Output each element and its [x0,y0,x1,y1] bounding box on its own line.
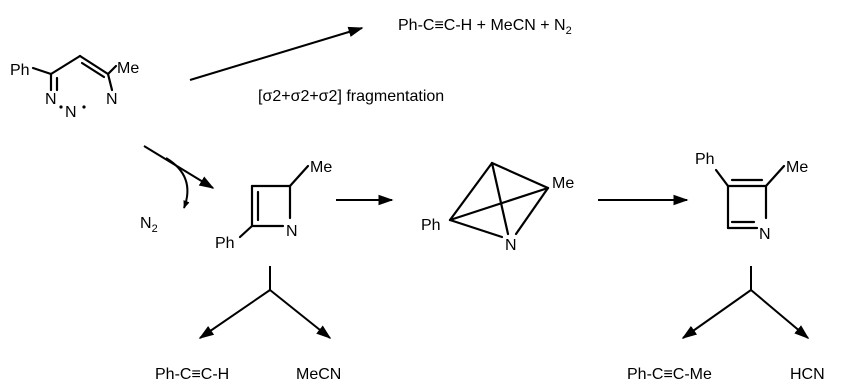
fragmentation-n2-subscript: 2 [566,25,572,37]
triazine-n1-label: N [45,91,57,108]
bicycle-bond-5 [448,218,504,239]
triazine-me-label: Me [117,60,139,77]
azete-1-bond-me [288,164,310,188]
n2-loss-curved-arrow [165,157,190,209]
bicycle-bond-3 [448,186,550,222]
products-2-right: HCN [790,366,825,383]
azete-2-me-label: Me [786,159,808,176]
n2-loss-label: N2 [140,215,158,235]
triazine-bond-c5-c4-b [80,61,106,79]
bicycle-me-label: Me [552,175,574,192]
azete-2-bond-ph [714,168,730,188]
triazine-n2-label: N [65,104,77,121]
triazine-bond-c5-c4-a [78,54,110,76]
triazine-dot-1 [59,105,63,109]
azete-1-me-label: Me [310,159,332,176]
triazine-bond-ph [31,66,53,76]
triazine-ph-label: Ph [10,62,30,79]
n2-loss-subscript: 2 [152,223,158,235]
products-1-left: Ph-C≡C-H [155,366,229,383]
bicycle-molecule: Ph Me N [421,161,574,254]
azete-1-ph-label: Ph [215,235,235,252]
split-2-arrow-right [750,289,810,339]
bicycle-ph-label: Ph [421,217,441,234]
triazine-bond-c4-n3 [106,72,114,92]
azete-1-bond-ph [238,224,254,239]
fragmentation-label: [σ2+σ2+σ2] fragmentation [258,88,444,105]
fragmentation-products: Ph-C≡C-H + MeCN + N2 [398,17,572,37]
triazine-bond-c6-c5 [49,54,82,76]
bicycle-bond-6 [514,186,550,236]
azete-2-bond-me [764,164,786,188]
triazine-bond-me [106,64,118,76]
split-arrows-2 [681,266,810,339]
bicycle-bond-4 [490,161,510,236]
azete-2-molecule: Ph Me N [695,151,808,243]
products-1-right: MeCN [296,366,341,383]
azete-1-molecule: Me Ph N [215,159,332,252]
split-1-arrow-right [269,289,332,339]
azete-2-ph-label: Ph [695,151,715,168]
bicycle-bond-2 [490,161,550,190]
azete-1-n-label: N [286,223,298,240]
triazine-n3-label: N [106,91,118,108]
triazine-molecule: Ph Me N N N [10,54,139,121]
split-arrows-1 [198,266,332,339]
split-1-arrow-left [198,289,271,339]
fragmentation-arrow [189,26,364,81]
bicycle-bond-1 [448,161,494,222]
bicycle-n-label: N [505,237,517,254]
azete-2-n-label: N [759,226,771,243]
products-2-left: Ph-C≡C-Me [627,366,712,383]
split-2-arrow-left [681,289,752,339]
triazine-dot-2 [82,105,86,109]
